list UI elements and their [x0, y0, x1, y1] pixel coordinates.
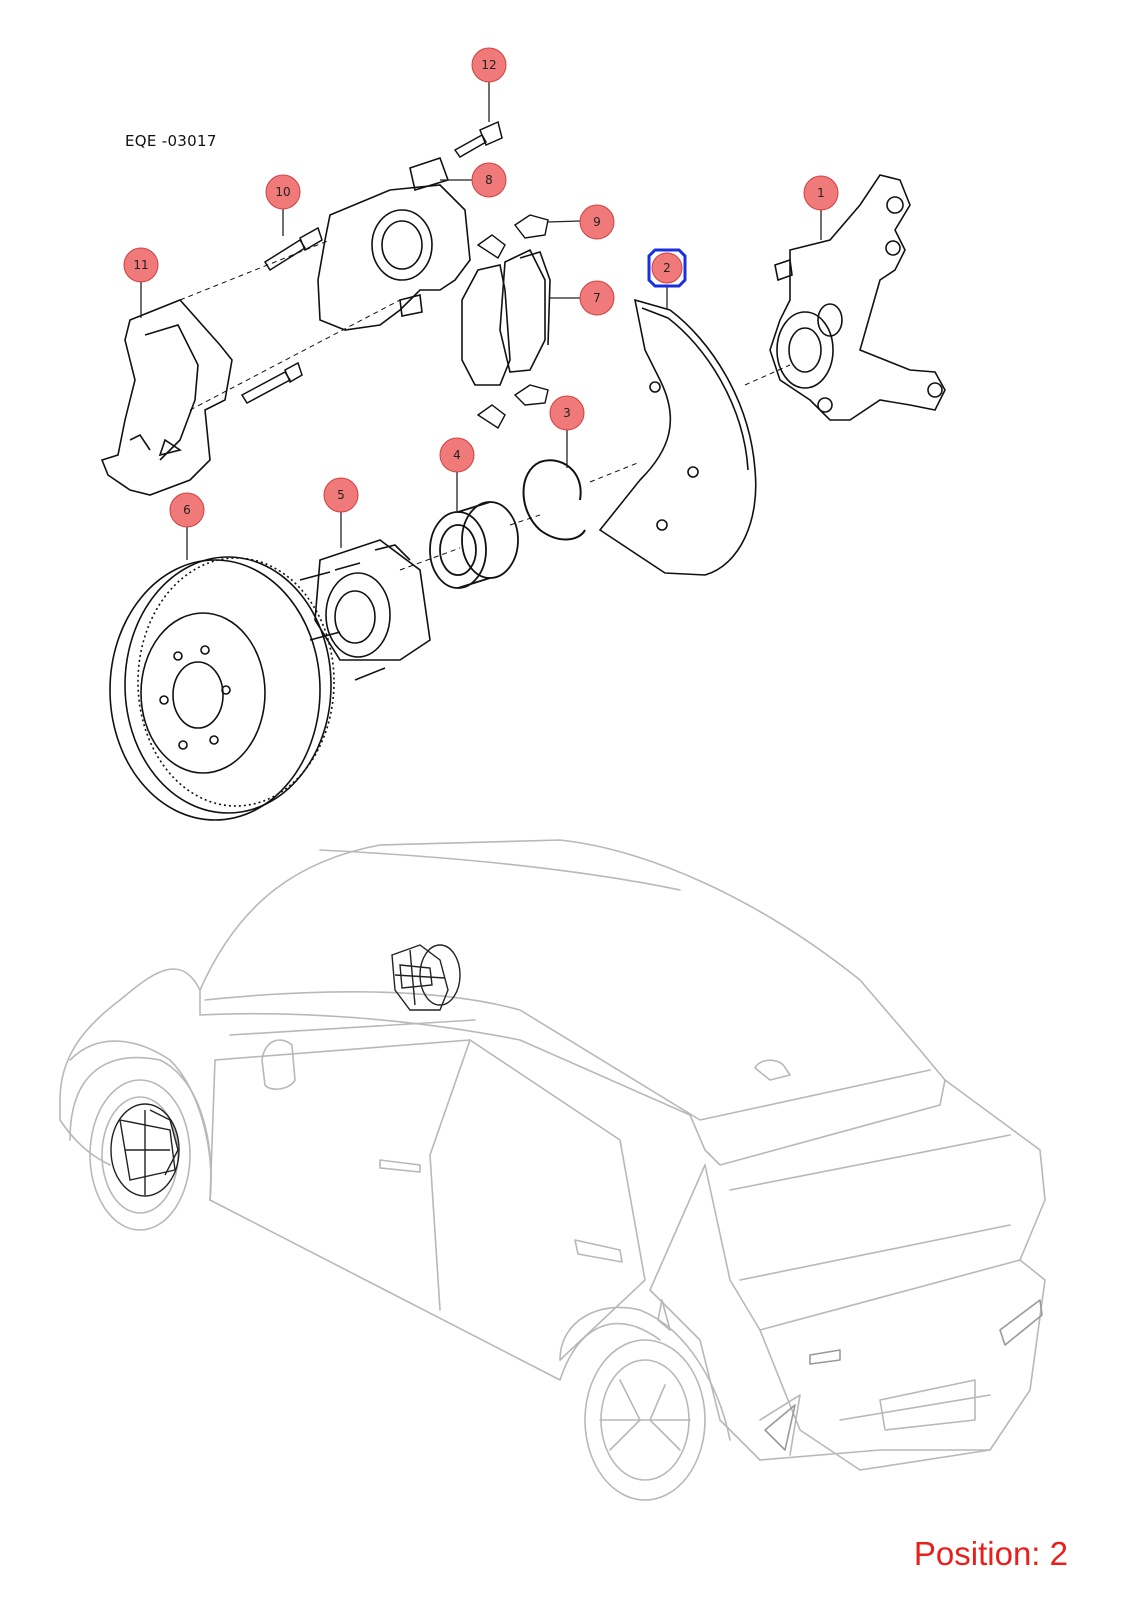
callout-4[interactable]: 4 — [439, 437, 475, 473]
callout-12-label: 12 — [481, 58, 496, 72]
brake-disc — [109, 556, 335, 821]
dust-shield — [598, 298, 757, 576]
brake-pads — [461, 248, 551, 386]
wheel-hub — [299, 539, 431, 681]
position-indicator: Position: 2 — [913, 1535, 1068, 1572]
callout-6-label: 6 — [183, 503, 191, 517]
callout-3-label: 3 — [563, 406, 571, 420]
callout-7[interactable]: 7 — [579, 280, 615, 316]
callout-4-label: 4 — [453, 448, 461, 462]
callout-10-label: 10 — [275, 185, 290, 199]
diagram-code: EQE -03017 — [125, 132, 217, 150]
callout-leaders — [140, 81, 822, 560]
assembly-lines — [179, 239, 791, 571]
callout-11-label: 11 — [133, 258, 148, 272]
callout-12[interactable]: 12 — [471, 47, 507, 83]
brake-caliper — [317, 156, 471, 331]
callout-9-label: 9 — [593, 215, 601, 229]
callout-7-label: 7 — [593, 291, 601, 305]
callout-9[interactable]: 9 — [579, 204, 615, 240]
callout-8[interactable]: 8 — [471, 162, 507, 198]
caliper-guide-bolts — [240, 226, 323, 404]
caliper-carrier — [100, 299, 233, 496]
callout-3[interactable]: 3 — [549, 395, 585, 431]
callout-5-label: 5 — [337, 488, 345, 502]
callout-1-label: 1 — [817, 186, 825, 200]
callout-11[interactable]: 11 — [123, 247, 159, 283]
upper-wheel-brake-detail — [391, 944, 461, 1011]
pad-clips — [476, 214, 549, 430]
bleed-screw — [453, 120, 503, 158]
callout-10[interactable]: 10 — [265, 174, 301, 210]
callout-8-label: 8 — [485, 173, 493, 187]
callout-6[interactable]: 6 — [169, 492, 205, 528]
vehicle-outline — [59, 839, 1046, 1501]
steering-knuckle — [769, 174, 946, 421]
callout-2-label: 2 — [663, 261, 671, 275]
callout-5[interactable]: 5 — [323, 477, 359, 513]
front-wheel-brake-detail — [110, 1103, 180, 1197]
wheel-bearing — [429, 501, 519, 589]
snap-ring — [522, 459, 586, 541]
callout-2-selected[interactable]: 2 — [647, 248, 687, 288]
callout-1[interactable]: 1 — [803, 175, 839, 211]
